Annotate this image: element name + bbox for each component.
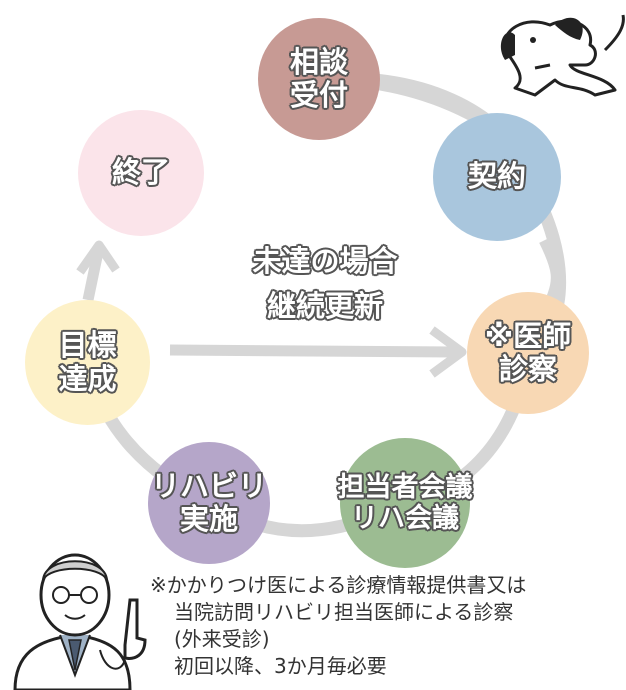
node-end: 終了 [78, 110, 204, 236]
node-rehab: リハビリ 実施 [148, 442, 270, 564]
node-consultation: 相談 受付 [258, 18, 380, 140]
node-rehab-label: リハビリ 実施 [150, 468, 267, 536]
node-doctor-exam: ※医師 診察 [467, 292, 589, 414]
doctor-pointing-illustration [13, 553, 147, 690]
continue-arrow-line [169, 344, 456, 358]
goal-to-end-arrowhead [76, 240, 120, 275]
node-doctor-exam-label: ※医師 診察 [484, 318, 572, 386]
node-consultation-label: 相談 受付 [289, 44, 348, 112]
center-text-line1: 未達の場合 [252, 244, 398, 278]
node-meeting-label: 担当者会議 リハ会議 [337, 471, 473, 534]
footnote-line2: 当院訪問リハビリ担当医師による診察 [174, 600, 514, 624]
node-goal: 目標 達成 [25, 300, 150, 425]
footnote-line1: ※かかりつけ医による診療情報提供書又は [150, 573, 527, 597]
running-dog-illustration [500, 14, 625, 97]
node-goal-label: 目標 達成 [58, 328, 117, 396]
footnote-line3: (外来受診) [174, 627, 270, 651]
center-text-line2: 継続更新 [266, 289, 383, 323]
footnote-line4: 初回以降、3か月毎必要 [174, 654, 387, 678]
footnote: ※かかりつけ医による診療情報提供書又は 当院訪問リハビリ担当医師による診察 (外… [150, 572, 620, 680]
node-meeting: 担当者会議 リハ会議 [337, 438, 473, 568]
node-end-label: 終了 [111, 155, 170, 190]
goal-to-end-arrow [82, 250, 104, 302]
node-contract-label: 契約 [467, 159, 526, 194]
node-contract: 契約 [433, 113, 561, 241]
cycle-ring-right [539, 237, 564, 303]
continue-arrowhead [429, 326, 467, 378]
